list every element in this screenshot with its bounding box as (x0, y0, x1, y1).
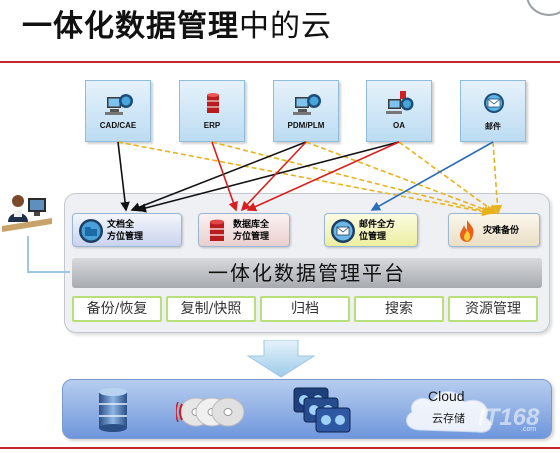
module-label-line2: 方位管理 (107, 232, 144, 242)
cad-workstation-icon (105, 94, 133, 115)
document-folder-icon (79, 219, 103, 243)
source-box-erp: ERP (179, 80, 245, 142)
title-bold-part: 一体化数据管理 (22, 9, 239, 44)
server-disk-icon (99, 388, 127, 432)
bottom-divider (0, 447, 560, 449)
optical-discs-icon (176, 397, 245, 427)
platform-bar: 一体化数据管理平台 (72, 258, 542, 288)
module-database: 数据库全方位管理 (198, 213, 290, 247)
module-label-line1: 数据库全 (233, 220, 270, 230)
corner-decoration (526, 0, 560, 16)
watermark-suffix: .com (521, 426, 537, 433)
watermark-logo: IT168 (478, 404, 540, 431)
source-label: ERP (203, 121, 221, 130)
source-box-email: 邮件 (460, 80, 526, 142)
source-label: OA (393, 121, 405, 130)
source-label: PDM/PLM (287, 121, 325, 130)
source-box-pdm: PDM/PLM (273, 80, 339, 142)
module-label-line1: 灾难备份 (483, 226, 520, 236)
function-resource-management: 资源管理 (448, 296, 538, 322)
page-title: 一体化数据管理中的云 (22, 6, 332, 48)
down-arrow-icon (246, 340, 316, 378)
pdm-workstation-icon (293, 94, 321, 115)
function-replication-snapshot: 复制/快照 (166, 296, 256, 322)
database-icon (210, 219, 224, 241)
module-label-line2: 位管理 (359, 232, 387, 242)
email-icon (484, 93, 504, 113)
cloud-icon (405, 391, 492, 433)
oa-workstation-icon (386, 91, 414, 114)
erp-database-icon (207, 93, 219, 113)
module-disaster-recovery: 灾难备份 (448, 213, 540, 247)
person-at-computer-icon (2, 195, 52, 232)
title-divider (0, 61, 560, 63)
mail-icon (331, 219, 355, 243)
title-normal-part: 中的云 (239, 9, 332, 44)
module-label-line1: 文档全 (107, 220, 135, 230)
source-box-cad: CAD/CAE (85, 80, 151, 142)
source-label: 邮件 (485, 122, 501, 131)
module-mail: 邮件全方位管理 (324, 213, 418, 247)
cloud-label: Cloud (428, 388, 465, 404)
function-backup-restore: 备份/恢复 (72, 296, 162, 322)
platform-bar-label: 一体化数据管理平台 (208, 261, 406, 285)
module-label-line2: 方位管理 (233, 232, 270, 242)
function-search: 搜索 (354, 296, 444, 322)
fire-icon (460, 220, 474, 242)
cloud-sublabel: 云存储 (432, 412, 465, 425)
source-box-oa: OA (366, 80, 432, 142)
source-label: CAD/CAE (99, 121, 137, 130)
module-label-line1: 邮件全方 (359, 220, 396, 230)
function-archive: 归档 (260, 296, 350, 322)
tape-library-icon (293, 387, 351, 433)
module-document: 文档全方位管理 (72, 213, 182, 247)
